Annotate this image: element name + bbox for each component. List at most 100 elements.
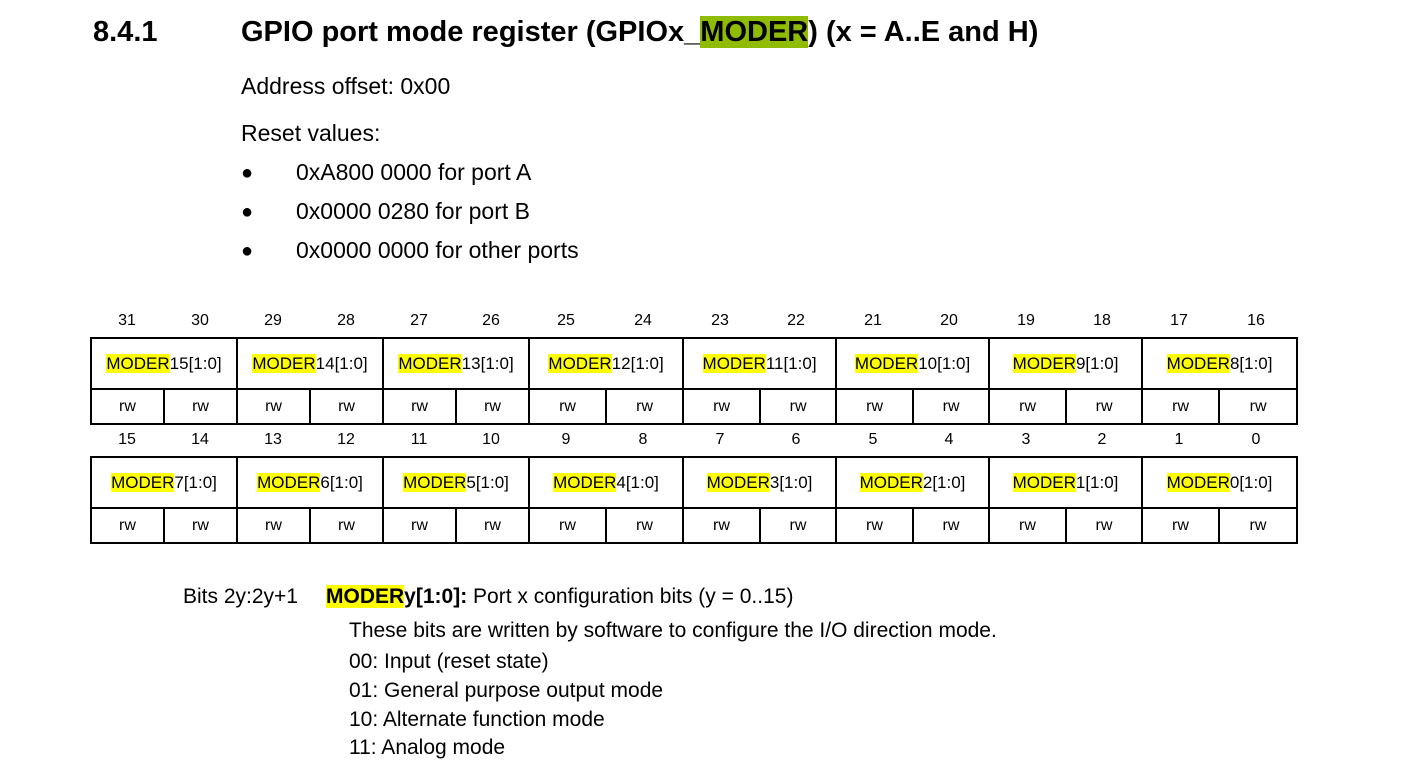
field-cell: MODER9[1:0] — [988, 337, 1144, 390]
bit-number: 2 — [1097, 431, 1107, 448]
access-cell: rw — [1218, 388, 1299, 425]
field-number: 7 — [174, 472, 184, 492]
field-number: 8 — [1229, 353, 1240, 373]
bit-number: 27 — [410, 312, 428, 329]
field-number: 12 — [611, 353, 631, 373]
access-cell: rw — [988, 388, 1068, 425]
field-highlight: MODER — [111, 472, 175, 492]
bit-number: 13 — [264, 431, 282, 448]
access-cell: rw — [759, 507, 837, 544]
register-table-lower: MODER7[1:0] MODER6[1:0] MODER5[1:0] MODE… — [90, 456, 1298, 544]
field-number: 11 — [765, 353, 784, 373]
bit-number: 15 — [118, 431, 136, 448]
bit-number: 31 — [118, 312, 136, 329]
description-line: These bits are written by software to co… — [349, 619, 997, 642]
access-cell: rw — [382, 507, 457, 544]
field-suffix: [1:0] — [1239, 353, 1273, 373]
description-line: 01: General purpose output mode — [349, 679, 664, 702]
bit-number: 7 — [715, 431, 725, 448]
field-name-highlight: MODER — [326, 585, 405, 608]
field-highlight: MODER — [403, 472, 467, 492]
access-cell: rw — [455, 388, 531, 425]
field-suffix: [1:0] — [329, 472, 363, 492]
access-cell: rw — [309, 388, 385, 425]
field-number: 6 — [320, 472, 330, 492]
bit-number: 25 — [557, 312, 575, 329]
bit-number: 0 — [1251, 431, 1261, 448]
title-suffix: ) (x = A..E and H) — [808, 16, 1039, 48]
access-cell: rw — [682, 388, 762, 425]
bit-number: 23 — [711, 312, 729, 329]
access-cell: rw — [605, 388, 685, 425]
bit-number: 9 — [561, 431, 571, 448]
field-suffix: [1:0] — [475, 472, 509, 492]
field-cell: MODER4[1:0] — [528, 456, 684, 509]
field-cell: MODER3[1:0] — [682, 456, 837, 509]
access-cell: rw — [912, 388, 991, 425]
field-number: 4 — [616, 472, 626, 492]
field-cell: MODER14[1:0] — [236, 337, 385, 390]
bit-number: 26 — [482, 312, 500, 329]
reset-value-item: 0xA800 0000 for port A — [296, 159, 532, 185]
field-highlight: MODER — [1012, 353, 1076, 373]
bit-number: 11 — [410, 431, 428, 448]
field-highlight: MODER — [257, 472, 321, 492]
field-number: 9 — [1075, 353, 1086, 373]
reset-value-item: 0x0000 0000 for other ports — [296, 237, 579, 263]
field-cell: MODER2[1:0] — [835, 456, 990, 509]
access-cell: rw — [682, 507, 761, 544]
field-highlight: MODER — [106, 353, 170, 373]
description-line: 00: Input (reset state) — [349, 650, 549, 673]
access-cell: rw — [455, 507, 530, 544]
bit-number: 14 — [191, 431, 209, 448]
field-row: MODER7[1:0] MODER6[1:0] MODER5[1:0] MODE… — [90, 456, 1298, 509]
reset-value-item: 0x0000 0280 for port B — [296, 198, 530, 224]
field-suffix: [1:0] — [779, 472, 813, 492]
field-number: 13 — [461, 353, 481, 373]
field-suffix: [1:0] — [625, 472, 659, 492]
field-row: MODER15[1:0] MODER14[1:0] MODER13[1:0] M… — [89, 337, 1299, 390]
bullet-icon: ● — [241, 201, 254, 223]
field-suffix: [1:0] — [630, 353, 664, 373]
bit-number: 6 — [791, 431, 801, 448]
field-number: 0 — [1229, 472, 1240, 492]
access-cell: rw — [988, 507, 1067, 544]
access-cell: rw — [309, 507, 384, 544]
access-cell: rw — [236, 388, 312, 425]
bit-number: 16 — [1247, 312, 1265, 329]
bit-numbers-upper: 31 30 29 28 27 26 25 24 23 22 21 20 19 1… — [90, 312, 1296, 334]
field-cell: MODER7[1:0] — [90, 456, 238, 509]
field-cell: MODER5[1:0] — [382, 456, 530, 509]
access-cell: rw — [912, 507, 990, 544]
access-cell: rw — [1065, 388, 1144, 425]
bit-number: 30 — [191, 312, 209, 329]
description-line: 10: Alternate function mode — [349, 708, 605, 731]
register-table-upper: MODER15[1:0] MODER14[1:0] MODER13[1:0] M… — [89, 337, 1299, 425]
bit-number: 4 — [944, 431, 954, 448]
bit-number: 21 — [864, 312, 882, 329]
access-cell: rw — [528, 507, 607, 544]
access-row: rw rw rw rw rw rw rw rw rw rw rw rw rw r… — [90, 507, 1298, 544]
access-cell: rw — [835, 507, 914, 544]
field-highlight: MODER — [252, 353, 316, 373]
field-highlight: MODER — [548, 353, 612, 373]
field-number: 5 — [466, 472, 476, 492]
field-cell: MODER0[1:0] — [1141, 456, 1298, 509]
access-cell: rw — [1141, 388, 1221, 425]
bullet-icon: ● — [241, 162, 254, 184]
access-cell: rw — [90, 388, 165, 425]
field-suffix: [1:0] — [1085, 472, 1119, 492]
field-cell: MODER10[1:0] — [835, 337, 991, 390]
description-line: 11: Analog mode — [349, 736, 506, 759]
field-highlight: MODER — [1012, 472, 1076, 492]
field-number: 14 — [315, 353, 335, 373]
field-highlight: MODER — [553, 472, 617, 492]
reset-label: Reset values: — [241, 120, 381, 146]
field-number: 3 — [769, 472, 780, 492]
field-cell: MODER15[1:0] — [89, 337, 239, 390]
field-cell: MODER13[1:0] — [382, 337, 531, 390]
access-cell: rw — [382, 388, 458, 425]
bit-number: 22 — [787, 312, 805, 329]
field-highlight: MODER — [854, 353, 919, 373]
bit-number: 24 — [634, 312, 652, 329]
